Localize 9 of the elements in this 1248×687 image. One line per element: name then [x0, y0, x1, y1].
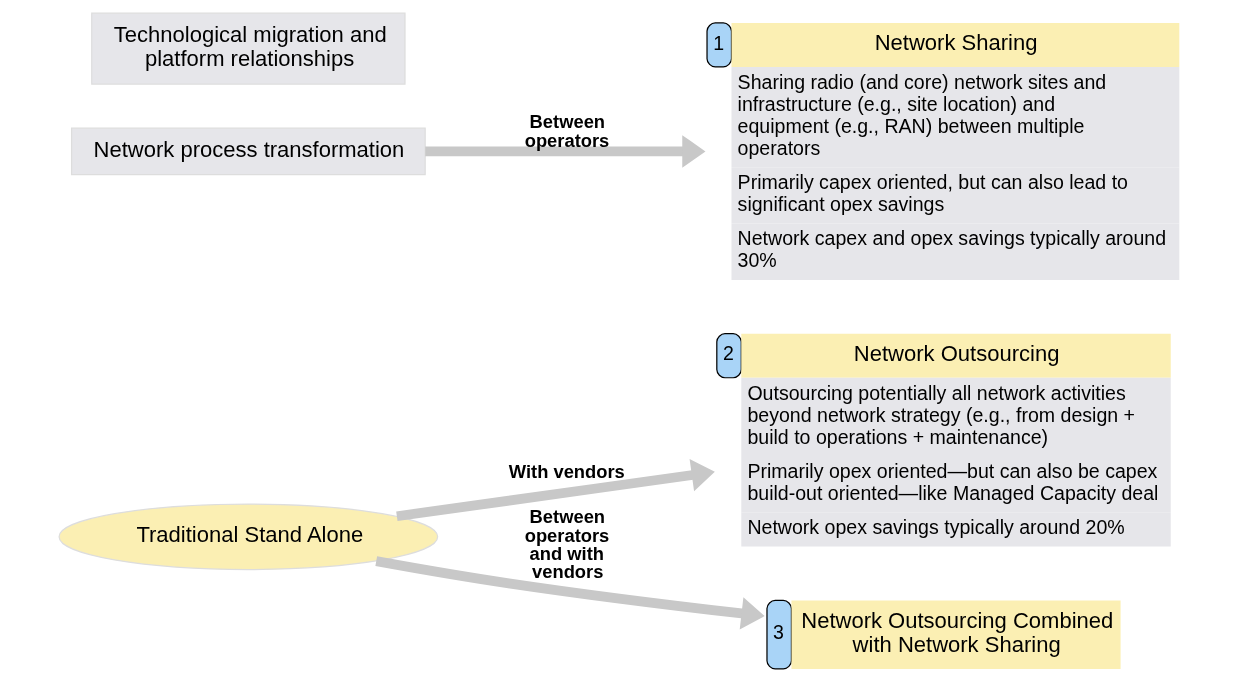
edge-label: With vendors	[508, 461, 625, 483]
node-box: Network process transformation	[70, 127, 426, 176]
node-ellipse: Traditional Stand Alone	[58, 503, 439, 571]
arrow	[375, 556, 765, 630]
edge-label: Between operators and with vendors	[524, 506, 610, 583]
node-box: Technological migration and platform relationships	[91, 12, 406, 85]
edge-label: Between operators	[524, 111, 610, 151]
arrow	[425, 135, 706, 168]
arrow	[396, 459, 715, 522]
